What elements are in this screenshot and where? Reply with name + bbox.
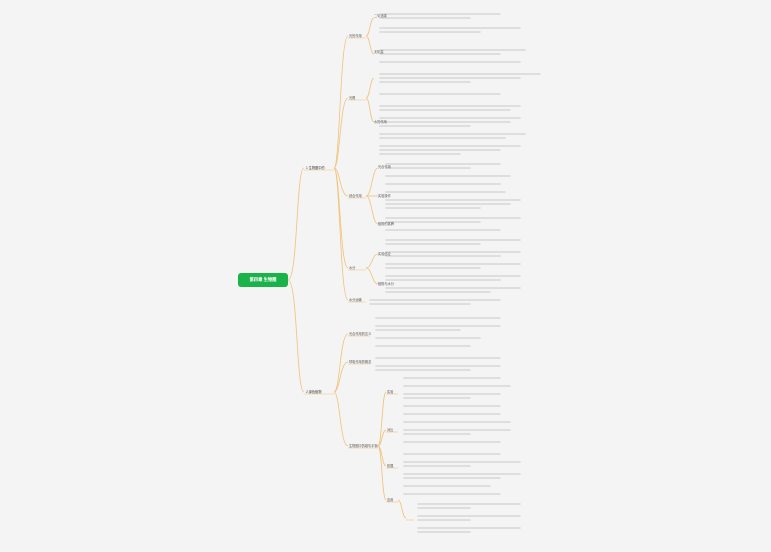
sub-node-17[interactable]: 实验 [387, 390, 394, 394]
sub-node-11[interactable]: 实验结论 [378, 252, 391, 256]
sub-node-6[interactable]: 综合作用 [349, 194, 362, 198]
sub-node-16[interactable]: 生物圈中的碳氧平衡 [349, 444, 378, 448]
branch-line-1 [287, 167, 305, 281]
sub-node-12[interactable]: 植物与水分 [378, 282, 394, 286]
root-node[interactable]: 第四章 生物圈 [238, 273, 288, 287]
branch-line-2 [287, 279, 305, 393]
sub-node-1[interactable]: 光的作用 [349, 34, 362, 38]
root-title: 第四章 生物圈 [249, 277, 277, 282]
text-lines [369, 13, 541, 533]
sub-node-13[interactable]: 水分运输 [349, 298, 362, 302]
sub-node-2[interactable]: 二氧化碳 [374, 14, 387, 18]
main-node-1[interactable]: 1 生物圈中的 [306, 166, 325, 170]
sub-node-5[interactable]: 水的作用 [374, 120, 387, 124]
sub-node-10[interactable]: 水分 [349, 266, 356, 270]
sub-node-4[interactable]: 光照 [349, 96, 356, 100]
sub-node-7[interactable]: 光合作用 [378, 165, 391, 169]
sub-node-8[interactable]: 实验操作 [378, 194, 391, 198]
sub-node-3[interactable]: 无机盐 [374, 50, 384, 54]
sub-node-20[interactable]: 应用 [387, 498, 394, 502]
sub-node-14[interactable]: 光合作用的意义 [349, 332, 372, 336]
sub-node-15[interactable]: 呼吸作用的概念 [349, 360, 372, 364]
sub-node-18[interactable]: 对比 [387, 428, 394, 432]
main-node-2[interactable]: 2 绿色植物 [306, 390, 322, 394]
sub-node-9[interactable]: 植物的蒸腾 [378, 222, 394, 226]
sub-node-19[interactable]: 拓展 [387, 464, 394, 468]
